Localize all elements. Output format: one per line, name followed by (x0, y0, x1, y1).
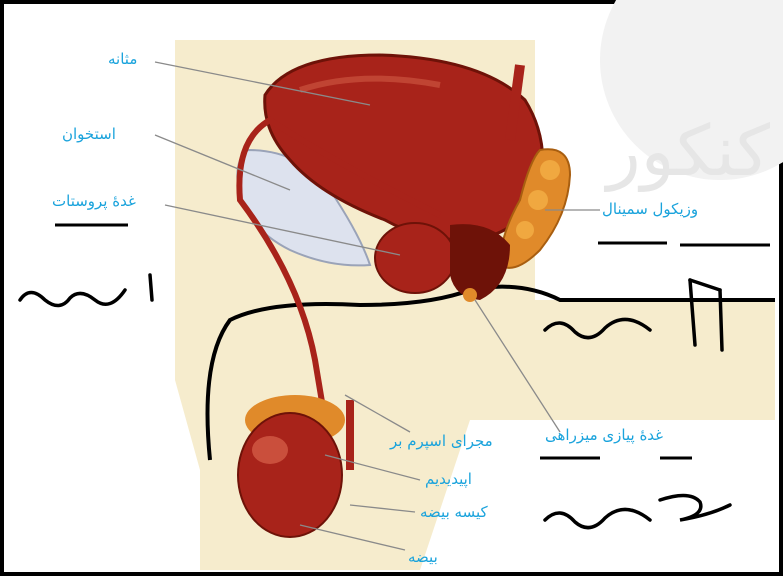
label-seminal-vesicle: وزیکول سمینال (602, 200, 698, 218)
testis-shape (238, 413, 342, 537)
label-bone: استخوان (62, 125, 116, 143)
testis-highlight (252, 436, 288, 464)
seminal-vesicle-bump (528, 190, 548, 210)
label-bladder: مثانه (108, 50, 137, 68)
prostate-shape (375, 223, 455, 293)
label-vas-deferens: مجرای اسپرم بر (390, 432, 493, 450)
watermark-text: کنکور (604, 110, 771, 192)
label-testis: بیضه (408, 548, 438, 566)
label-scrotum: کیسه بیضه (420, 503, 488, 521)
label-bulbourethral: غدهٔ پیازی میزراهی (545, 426, 663, 444)
seminal-vesicle-bump (540, 160, 560, 180)
bulbourethral-shape (463, 288, 477, 302)
label-epididymis: اپیدیدیم (425, 470, 472, 488)
label-prostate: غدهٔ پروستات (52, 192, 136, 210)
seminal-vesicle-bump (516, 221, 534, 239)
